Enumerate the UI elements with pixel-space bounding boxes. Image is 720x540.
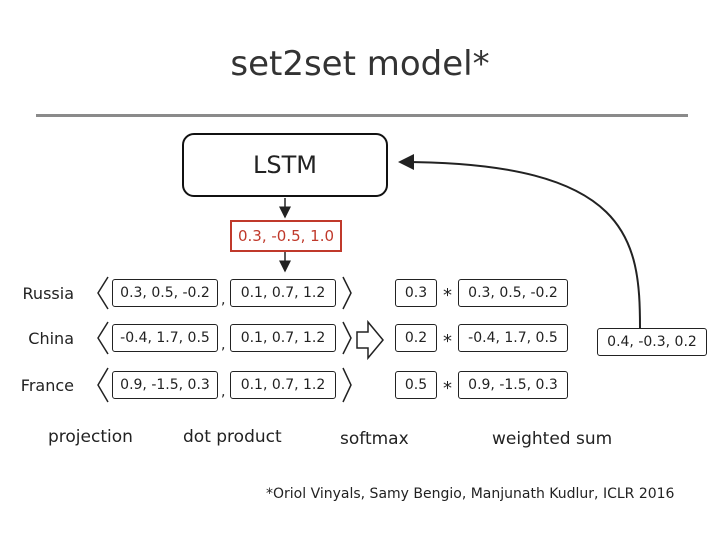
separator-1: , [221, 292, 226, 308]
projection-vector-2: -0.4, 1.7, 0.5 [112, 324, 218, 352]
caption-weighted-sum: weighted sum [492, 429, 613, 449]
dot-vector-2: 0.1, 0.7, 1.2 [230, 324, 336, 352]
softmax-weight-2: 0.2 [395, 324, 437, 352]
row-label-china: China [28, 329, 74, 348]
softmax-weight-3: 0.5 [395, 371, 437, 399]
lstm-label: LSTM [253, 151, 317, 179]
weighted-vector-2: -0.4, 1.7, 0.5 [458, 324, 568, 352]
caption-dot-product: dot product [183, 427, 282, 447]
dot-vector-1: 0.1, 0.7, 1.2 [230, 279, 336, 307]
slide-title: set2set model* [230, 44, 490, 84]
caption-projection: projection [48, 427, 133, 447]
separator-3: , [221, 384, 226, 400]
projection-vector-3: 0.9, -1.5, 0.3 [112, 371, 218, 399]
result-vector: 0.4, -0.3, 0.2 [597, 328, 707, 356]
multiply-symbol-3: * [443, 378, 452, 399]
projection-vector-1: 0.3, 0.5, -0.2 [112, 279, 218, 307]
weighted-vector-1: 0.3, 0.5, -0.2 [458, 279, 568, 307]
softmax-weight-1: 0.3 [395, 279, 437, 307]
right-bracket-2 [342, 321, 352, 355]
left-bracket-3 [97, 367, 109, 403]
row-label-russia: Russia [22, 284, 74, 303]
caption-softmax: softmax [340, 429, 409, 449]
left-bracket-2 [97, 321, 109, 355]
right-bracket-1 [342, 276, 352, 310]
row-label-france: France [20, 376, 74, 395]
multiply-symbol-1: * [443, 285, 452, 306]
separator-2: , [221, 337, 226, 353]
big-arrow-icon [356, 319, 384, 361]
title-divider [36, 114, 688, 117]
lstm-box: LSTM [182, 133, 388, 197]
multiply-symbol-2: * [443, 331, 452, 352]
right-bracket-3 [342, 367, 352, 403]
weighted-vector-3: 0.9, -1.5, 0.3 [458, 371, 568, 399]
left-bracket-1 [97, 276, 109, 310]
dot-vector-3: 0.1, 0.7, 1.2 [230, 371, 336, 399]
feedback-arrow [398, 154, 641, 329]
query-vector: 0.3, -0.5, 1.0 [230, 220, 342, 252]
citation: *Oriol Vinyals, Samy Bengio, Manjunath K… [266, 486, 675, 502]
